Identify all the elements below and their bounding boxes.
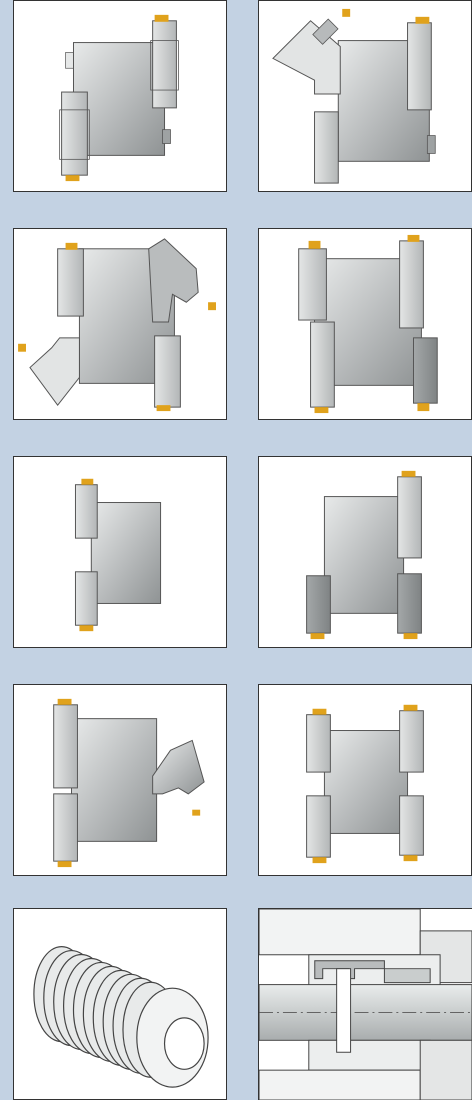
- machining-diagram: [59, 14, 179, 182]
- cutting-insert: [312, 857, 327, 864]
- machining-diagram: [298, 234, 438, 414]
- cutting-insert: [57, 698, 72, 705]
- cutting-insert: [342, 8, 351, 17]
- tool-post: [314, 111, 339, 184]
- cutting-insert: [403, 855, 418, 862]
- machining-diagram: [18, 238, 216, 412]
- machining-diagram: [306, 470, 422, 640]
- cutting-insert: [156, 405, 171, 412]
- cutting-insert: [417, 403, 430, 412]
- cutting-insert: [310, 633, 325, 640]
- machine-body: [71, 718, 158, 842]
- panel-cross-section: [258, 908, 472, 1100]
- tool-post: [61, 91, 88, 176]
- panel-threaded-workpiece: [13, 908, 227, 1100]
- cutting-insert: [81, 478, 94, 485]
- tool-stub: [162, 129, 171, 144]
- tool-post: [306, 795, 331, 858]
- tool-post: [399, 795, 424, 856]
- panel-four-posts-angled: [13, 228, 227, 420]
- cutting-insert: [65, 242, 78, 250]
- threaded-workpiece-illustration: [33, 946, 209, 1088]
- tool-post: [310, 321, 335, 408]
- lower-block: [259, 1069, 421, 1100]
- machining-diagram: [74, 478, 162, 632]
- panel-two-posts: [13, 0, 227, 192]
- tool-post: [397, 573, 422, 634]
- cutting-insert: [154, 14, 169, 22]
- cutting-insert: [208, 302, 216, 311]
- tool-post: [154, 335, 181, 408]
- cutting-insert: [403, 633, 418, 640]
- cutting-insert: [312, 708, 327, 715]
- angled-tool-head: [148, 238, 199, 323]
- lower-housing: [308, 1039, 431, 1071]
- cutting-insert: [79, 625, 94, 632]
- cutting-insert: [407, 234, 420, 242]
- panel-angled-head: [258, 0, 472, 192]
- machining-diagram: [306, 704, 424, 864]
- lower-right-housing: [419, 1039, 472, 1100]
- tool-post-clamp: [150, 40, 179, 91]
- cutting-insert: [415, 16, 430, 24]
- tool-post: [399, 240, 424, 329]
- cutting-insert: [314, 407, 329, 414]
- tool-post: [53, 793, 78, 862]
- tool-post-clamp: [59, 109, 90, 160]
- tool-post: [152, 20, 177, 109]
- pin: [336, 968, 352, 1053]
- upper-block: [259, 909, 421, 956]
- machine-body: [323, 496, 405, 614]
- cutting-insert: [403, 704, 418, 711]
- tool-post: [53, 704, 78, 789]
- panel-left-posts: [13, 456, 227, 648]
- machining-diagram: [53, 698, 205, 868]
- panel-right-posts: [258, 456, 472, 648]
- cutting-insert: [57, 861, 72, 868]
- tool-post: [412, 337, 438, 404]
- spindle: [312, 18, 339, 45]
- pin-face: [163, 1017, 205, 1070]
- cutting-insert: [18, 343, 26, 352]
- panel-symmetric-posts: [258, 684, 472, 876]
- cutting-insert: [65, 175, 80, 182]
- panel-four-posts: [258, 228, 472, 420]
- tool-post: [74, 484, 98, 539]
- angled-tool-head: [29, 337, 80, 406]
- panel-left-posts-angled: [13, 684, 227, 876]
- tool-post: [298, 248, 327, 321]
- machine-body: [90, 502, 162, 604]
- tool-post: [397, 476, 422, 559]
- tool-post: [57, 248, 84, 317]
- tool-post: [306, 575, 331, 634]
- cross-section-illustration: [259, 909, 472, 1100]
- tool-post: [407, 22, 432, 111]
- tool-stub: [426, 135, 436, 154]
- threaded-workpiece: [33, 946, 179, 1078]
- machining-diagram: [272, 8, 436, 184]
- angled-tool-head: [152, 739, 205, 795]
- t-slot-right: [383, 968, 431, 984]
- cutting-insert: [401, 470, 416, 477]
- cutting-insert: [192, 809, 201, 816]
- cutting-insert: [308, 240, 321, 249]
- tool-post: [74, 571, 98, 626]
- machine-body: [323, 730, 409, 834]
- tool-post: [399, 710, 424, 773]
- tool-post: [306, 714, 331, 773]
